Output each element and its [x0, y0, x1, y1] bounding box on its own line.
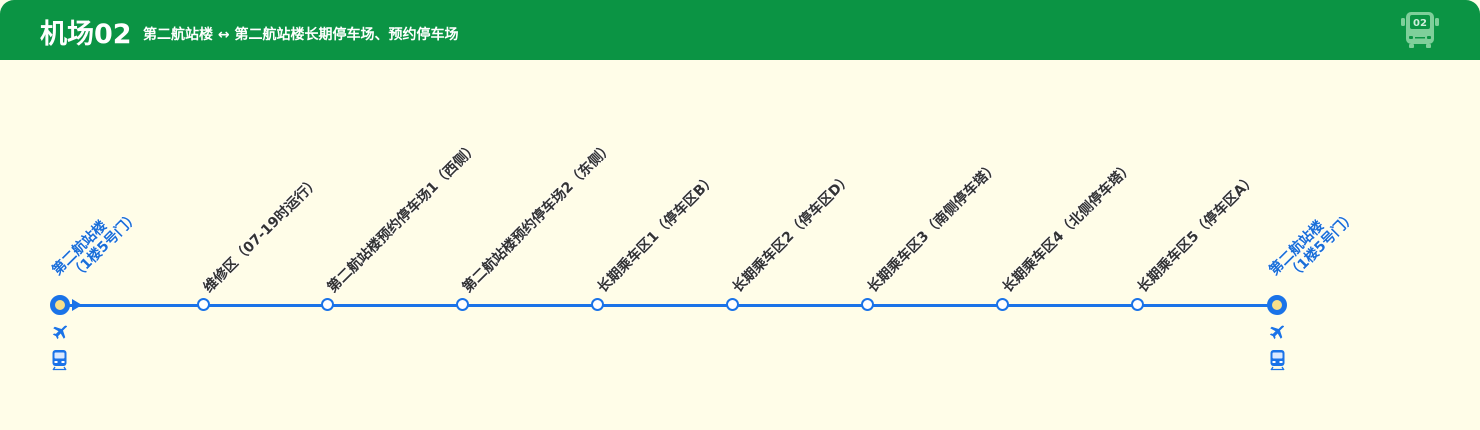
- bus-icon: 02: [1401, 12, 1439, 48]
- stop-marker[interactable]: [996, 298, 1009, 311]
- stop-label: 长期乘车区1（停车区B）: [594, 171, 720, 296]
- terminal-stop-start[interactable]: [50, 295, 70, 315]
- bus-badge-number: 02: [1413, 18, 1427, 29]
- route-description: 第二航站楼 ↔ 第二航站楼长期停车场、预约停车场: [143, 27, 459, 43]
- stop-marker[interactable]: [861, 298, 874, 311]
- stop-marker[interactable]: [726, 298, 739, 311]
- route-line: [60, 304, 1277, 307]
- stop-label: 第二航站楼预约停车场1（西侧）: [324, 139, 482, 296]
- train-icon: [52, 350, 67, 371]
- stop-marker[interactable]: [197, 298, 210, 311]
- stop-label: 长期乘车区4（北侧停车塔）: [999, 158, 1137, 296]
- airplane-icon: [1269, 325, 1284, 340]
- stop-marker[interactable]: [591, 298, 604, 311]
- train-icon: [1270, 350, 1285, 371]
- airplane-icon: [52, 325, 67, 340]
- header: 机场02 第二航站楼 ↔ 第二航站楼长期停车场、预约停车场 02: [0, 0, 1480, 60]
- stop-label-end: 第二航站楼（1楼5号门）: [1266, 208, 1360, 283]
- route-name: 机场02: [40, 19, 132, 50]
- stop-label: 长期乘车区2（停车区D）: [729, 170, 856, 296]
- stop-label: 长期乘车区3（南侧停车塔）: [864, 158, 1002, 296]
- stop-marker[interactable]: [1131, 298, 1144, 311]
- stop-label-start: 第二航站楼（1楼5号门）: [49, 208, 143, 283]
- stop-label: 长期乘车区5（停车区A）: [1134, 171, 1260, 296]
- direction-arrow-icon: [72, 299, 82, 311]
- stop-label: 第二航站楼预约停车场2（东侧）: [459, 139, 617, 296]
- terminal-stop-end[interactable]: [1267, 295, 1287, 315]
- stop-marker[interactable]: [456, 298, 469, 311]
- stop-label: 维修区（07-19时运行）: [200, 173, 323, 296]
- stop-marker[interactable]: [321, 298, 334, 311]
